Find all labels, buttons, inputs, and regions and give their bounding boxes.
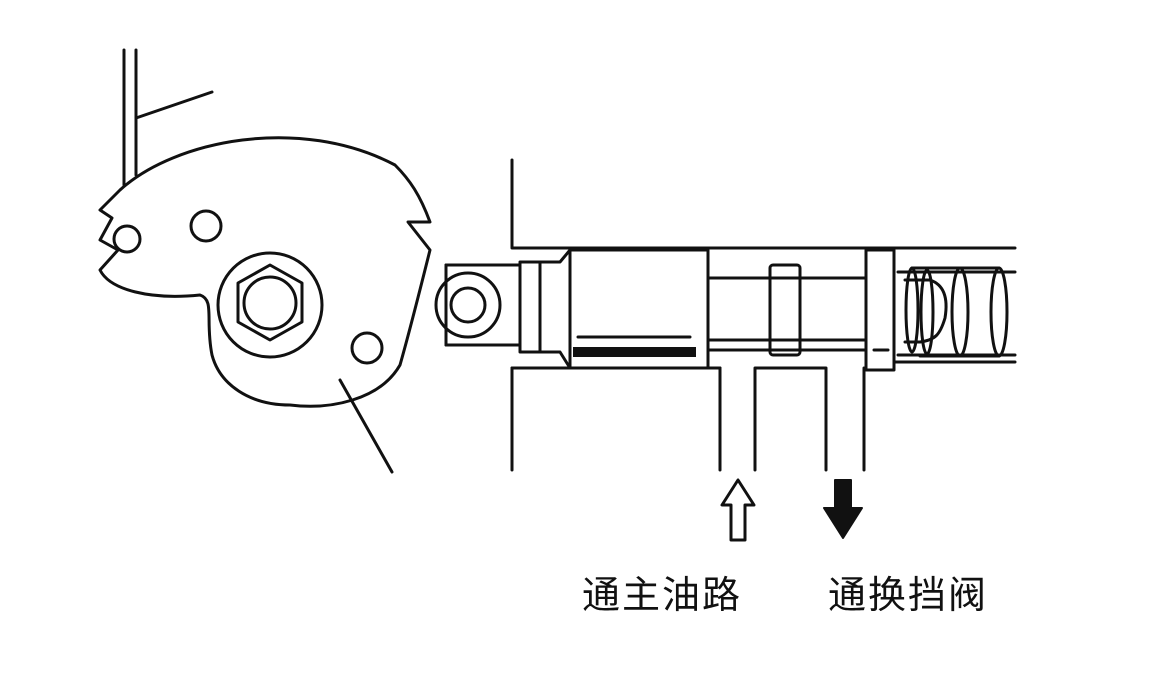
pin-hole bbox=[112, 224, 142, 254]
shaft-boss bbox=[216, 251, 324, 359]
spool-land bbox=[768, 263, 802, 357]
detent-plate bbox=[98, 136, 432, 474]
shift-rod bbox=[122, 48, 214, 187]
pin-hole bbox=[350, 331, 384, 365]
link-pin bbox=[434, 263, 522, 347]
leader-line bbox=[338, 378, 394, 474]
shift-valve-label: 通换挡阀 bbox=[828, 573, 989, 617]
valve-body bbox=[510, 158, 1017, 472]
hex-nut-icon bbox=[236, 263, 304, 342]
oil-groove bbox=[573, 347, 696, 357]
valve-sleeve bbox=[864, 248, 896, 372]
pin-hole bbox=[189, 209, 223, 243]
arrow-up-icon bbox=[720, 478, 756, 542]
spring bbox=[896, 266, 1017, 358]
arrow-down-icon bbox=[823, 479, 863, 539]
nut-bore bbox=[242, 275, 298, 331]
main-oil-line-label: 通主油路 bbox=[582, 573, 743, 617]
valve-spool bbox=[518, 248, 896, 372]
